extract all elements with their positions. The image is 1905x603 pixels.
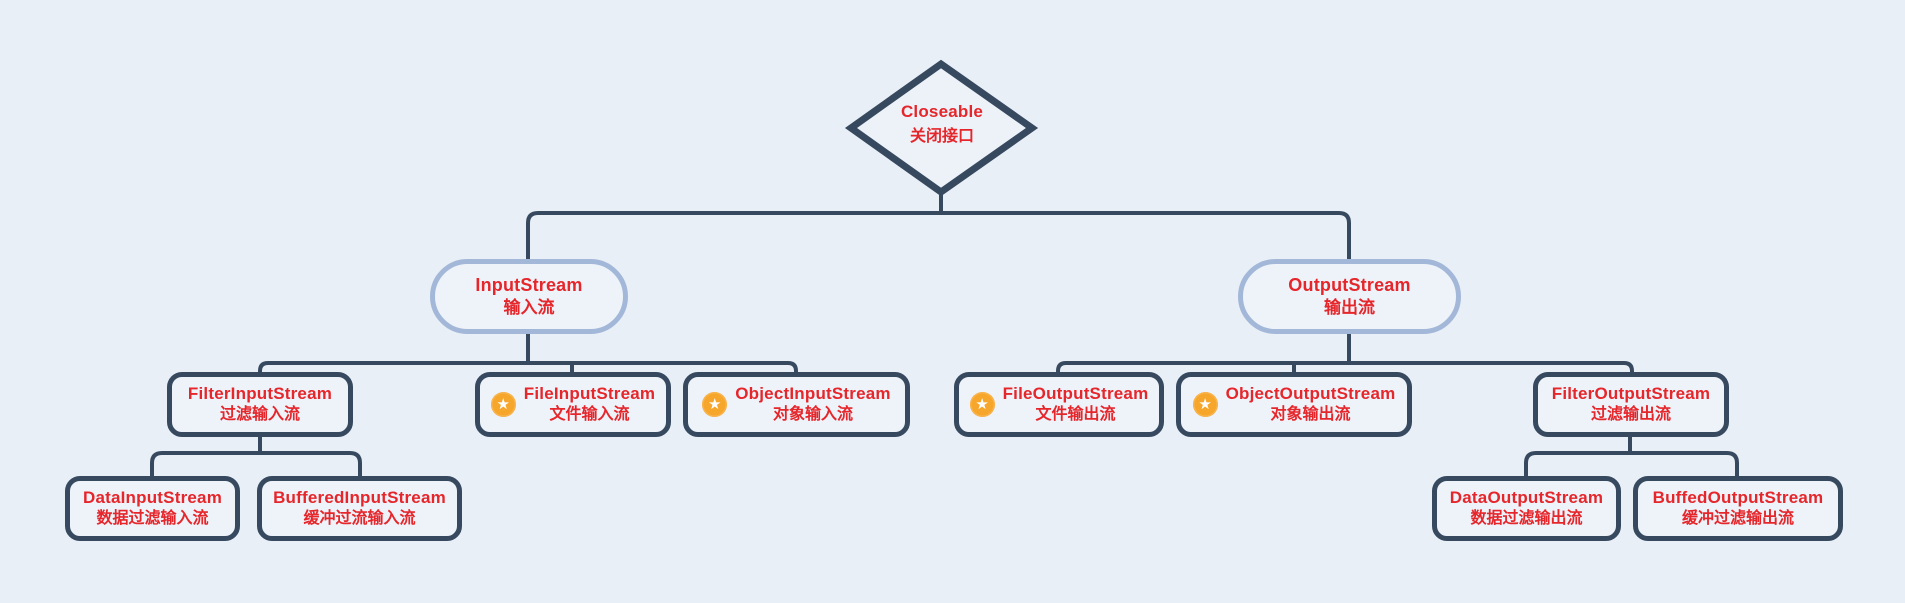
node-buffedoutputstream-labels: BuffedOutputStream 缓冲过滤输出流 [1653, 487, 1824, 529]
node-dataoutputstream-zh: 数据过滤输出流 [1470, 510, 1583, 528]
node-outputstream-en: OutputStream [1288, 275, 1411, 296]
node-inputstream-zh: 输入流 [503, 298, 555, 318]
node-filteroutputstream-zh: 过滤输出流 [1590, 406, 1671, 424]
node-objectinputstream-zh: 对象输入流 [772, 406, 853, 424]
node-fileoutputstream-en: FileOutputStream [1002, 384, 1149, 404]
node-filterinputstream-en: FilterInputStream [187, 384, 333, 404]
node-objectoutputstream: ★ ObjectOutputStream 对象输出流 [1176, 372, 1412, 437]
node-inputstream-labels: InputStream 输入流 [475, 274, 582, 319]
node-objectinputstream-en: ObjectInputStream [735, 384, 891, 404]
node-outputstream: OutputStream 输出流 [1238, 259, 1461, 334]
node-filteroutputstream-labels: FilterOutputStream 过滤输出流 [1552, 383, 1711, 425]
node-closeable-en: Closeable [900, 102, 984, 121]
node-closeable-zh: 关闭接口 [909, 127, 974, 145]
node-filterinputstream-zh: 过滤输入流 [219, 406, 300, 424]
connector-filterinput-branches [150, 451, 362, 478]
node-bufferedinputstream: BufferedInputStream 缓冲过流输入流 [257, 476, 462, 541]
node-dataoutputstream-labels: DataOutputStream 数据过滤输出流 [1450, 487, 1603, 529]
star-icon: ★ [1192, 392, 1218, 417]
node-filteroutputstream-en: FilterOutputStream [1551, 384, 1711, 404]
node-fileinputstream-en: FileInputStream [523, 384, 656, 404]
node-datainputstream-labels: DataInputStream 数据过滤输入流 [83, 487, 222, 529]
connector-inputstream-branches [258, 361, 798, 374]
node-fileoutputstream-labels: FileOutputStream 文件输出流 [1003, 383, 1149, 425]
node-dataoutputstream: DataOutputStream 数据过滤输出流 [1432, 476, 1621, 541]
node-inputstream: InputStream 输入流 [430, 259, 628, 334]
node-datainputstream-zh: 数据过滤输入流 [96, 510, 209, 528]
star-icon: ★ [702, 392, 728, 417]
node-fileinputstream-labels: FileInputStream 文件输入流 [524, 383, 655, 425]
star-icon: ★ [969, 392, 995, 417]
node-filteroutputstream: FilterOutputStream 过滤输出流 [1533, 372, 1729, 437]
node-fileoutputstream-zh: 文件输出流 [1035, 406, 1116, 424]
node-fileinputstream-zh: 文件输入流 [549, 406, 630, 424]
node-objectoutputstream-labels: ObjectOutputStream 对象输出流 [1226, 383, 1396, 425]
node-outputstream-zh: 输出流 [1324, 298, 1375, 318]
node-filterinputstream: FilterInputStream 过滤输入流 [167, 372, 353, 437]
node-objectinputstream: ★ ObjectInputStream 对象输入流 [683, 372, 910, 437]
connector-filteroutput-branches [1524, 451, 1739, 478]
connector-root-branches [526, 211, 1351, 262]
node-fileoutputstream: ★ FileOutputStream 文件输出流 [954, 372, 1164, 437]
node-datainputstream-en: DataInputStream [82, 488, 223, 508]
node-filterinputstream-labels: FilterInputStream 过滤输入流 [188, 383, 332, 425]
node-bufferedinputstream-labels: BufferedInputStream 缓冲过流输入流 [273, 487, 446, 529]
node-fileinputstream: ★ FileInputStream 文件输入流 [475, 372, 671, 437]
node-buffedoutputstream: BuffedOutputStream 缓冲过滤输出流 [1633, 476, 1843, 541]
node-objectoutputstream-zh: 对象输出流 [1270, 406, 1351, 424]
node-bufferedinputstream-en: BufferedInputStream [273, 488, 446, 508]
node-closeable: Closeable 关闭接口 [851, 100, 1033, 148]
node-datainputstream: DataInputStream 数据过滤输入流 [65, 476, 240, 541]
star-icon: ★ [490, 392, 516, 417]
connector-outputstream-branches [1056, 361, 1634, 374]
node-inputstream-en: InputStream [475, 275, 583, 296]
node-objectinputstream-labels: ObjectInputStream 对象输入流 [735, 383, 890, 425]
node-objectoutputstream-en: ObjectOutputStream [1225, 384, 1396, 404]
node-buffedoutputstream-en: BuffedOutputStream [1652, 488, 1824, 508]
node-dataoutputstream-en: DataOutputStream [1449, 488, 1604, 508]
node-outputstream-labels: OutputStream 输出流 [1288, 274, 1410, 319]
node-buffedoutputstream-zh: 缓冲过滤输出流 [1681, 510, 1794, 528]
node-bufferedinputstream-zh: 缓冲过流输入流 [303, 510, 416, 528]
